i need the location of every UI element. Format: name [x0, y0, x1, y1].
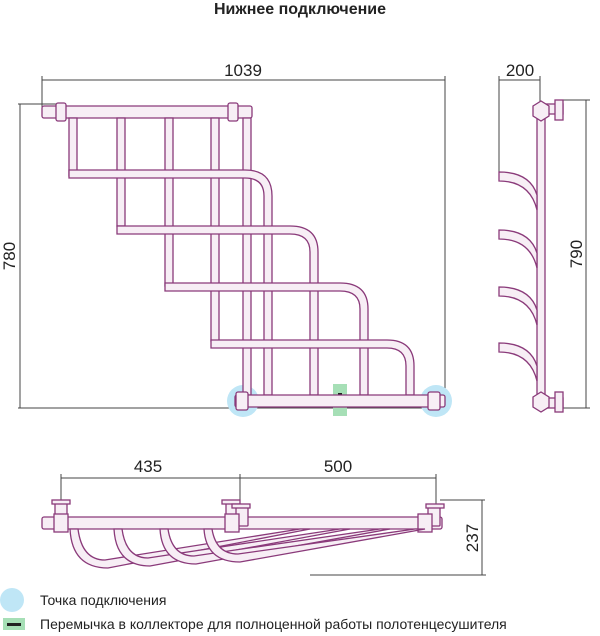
front-width-label: 1039: [224, 61, 262, 80]
diagram-title: Нижнее подключение: [213, 1, 387, 18]
side-pipes: [498, 99, 564, 413]
side-height-label: 790: [567, 240, 586, 268]
front-view: 1039 780: [0, 61, 452, 417]
bottom-dimensions: [60, 474, 486, 576]
legend-label-connection-point: Точка подключения: [40, 592, 167, 608]
side-dimensions: [498, 76, 590, 409]
side-view: 200 790: [498, 61, 590, 413]
side-depth-label: 200: [506, 61, 534, 80]
front-pipes: [41, 102, 446, 411]
bottom-left-label: 435: [134, 457, 162, 476]
jumper-swatch-mark: [7, 623, 21, 626]
bottom-depth-label: 237: [463, 524, 482, 552]
legend-label-jumper: Перемычка в коллекторе для полноценной р…: [40, 616, 507, 632]
bottom-view: 435 500 237: [41, 457, 486, 576]
front-dimensions: [18, 76, 446, 409]
bottom-pipes: [41, 499, 445, 569]
connection-point-swatch: [0, 588, 24, 612]
bottom-right-label: 500: [324, 457, 352, 476]
front-height-label: 780: [0, 242, 19, 270]
